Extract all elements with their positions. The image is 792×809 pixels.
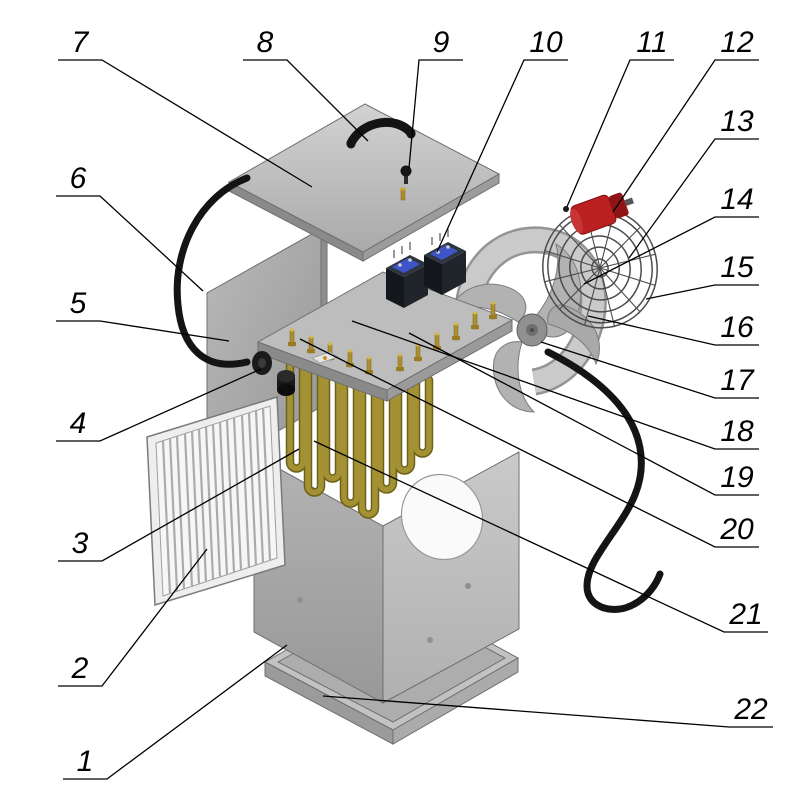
leader-line-13 bbox=[628, 138, 759, 259]
callout-leader-lines bbox=[56, 59, 773, 780]
leader-line-3 bbox=[58, 448, 300, 562]
leader-line-21 bbox=[313, 440, 768, 633]
cable-grommet bbox=[252, 351, 272, 375]
air-outlet-hole bbox=[400, 473, 484, 561]
callout-1: 1 bbox=[77, 745, 94, 778]
callout-16: 16 bbox=[720, 311, 754, 344]
contactor-2 bbox=[424, 229, 466, 295]
leader-line-4 bbox=[56, 368, 262, 442]
callout-2: 2 bbox=[71, 652, 89, 685]
leader-line-15 bbox=[645, 284, 759, 300]
fixing-pin bbox=[400, 187, 406, 201]
carry-handle bbox=[346, 117, 416, 149]
callout-19: 19 bbox=[720, 461, 754, 494]
contactor-1 bbox=[386, 242, 428, 308]
callout-labels: 1 2 3 4 5 6 7 8 9 10 11 12 13 14 15 16 1… bbox=[70, 26, 768, 778]
element-mounting-plate bbox=[252, 229, 514, 402]
callout-5: 5 bbox=[70, 287, 87, 320]
leader-line-1 bbox=[63, 644, 288, 780]
leader-line-14 bbox=[583, 216, 759, 285]
callout-15: 15 bbox=[720, 251, 754, 284]
thermostat-knob bbox=[400, 165, 412, 184]
leader-line-11 bbox=[565, 59, 674, 210]
heating-elements bbox=[287, 357, 432, 518]
leader-line-22 bbox=[322, 695, 773, 728]
callout-21: 21 bbox=[728, 598, 762, 631]
leader-line-19 bbox=[408, 332, 759, 496]
fan-shroud-band bbox=[454, 226, 607, 396]
callout-4: 4 bbox=[70, 407, 87, 440]
callout-22: 22 bbox=[733, 693, 768, 726]
callout-14: 14 bbox=[720, 183, 753, 216]
callout-20: 20 bbox=[719, 513, 754, 546]
callout-18: 18 bbox=[720, 415, 754, 448]
main-body bbox=[253, 451, 520, 704]
power-cable-right bbox=[544, 348, 664, 613]
leader-line-20 bbox=[299, 338, 759, 548]
leader-line-2 bbox=[58, 548, 208, 687]
fan-motor bbox=[570, 192, 634, 235]
leader-line-7 bbox=[58, 59, 313, 188]
leader-line-17 bbox=[540, 341, 759, 399]
leader-line-9 bbox=[408, 59, 463, 169]
callout-13: 13 bbox=[720, 105, 754, 138]
bushing bbox=[277, 370, 295, 396]
leader-line-18 bbox=[351, 320, 759, 450]
callout-7: 7 bbox=[72, 26, 90, 59]
callout-6: 6 bbox=[70, 162, 87, 195]
callout-17: 17 bbox=[720, 364, 755, 397]
callout-9: 9 bbox=[433, 26, 450, 59]
callout-3: 3 bbox=[72, 527, 89, 560]
leader-line-16 bbox=[587, 315, 759, 346]
leader-line-5 bbox=[56, 320, 230, 342]
callout-11: 11 bbox=[636, 26, 667, 59]
leader-line-10 bbox=[436, 59, 568, 253]
callout-12: 12 bbox=[720, 26, 754, 59]
leader-line-12 bbox=[612, 59, 759, 213]
top-cover bbox=[227, 103, 501, 262]
callout-10: 10 bbox=[529, 26, 563, 59]
leader-line-8 bbox=[243, 59, 369, 142]
inlet-grille bbox=[146, 395, 286, 607]
power-cable-left bbox=[173, 174, 251, 368]
leader-line-6 bbox=[56, 195, 204, 292]
leader-dot-11 bbox=[563, 206, 569, 212]
callout-8: 8 bbox=[257, 26, 274, 59]
